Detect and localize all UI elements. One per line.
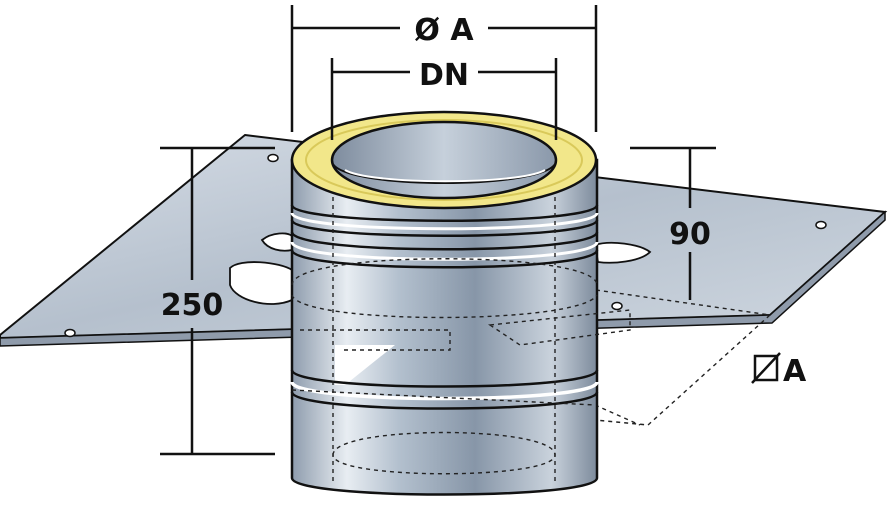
bolt-hole: [815, 220, 827, 230]
dimension-outer-diameter: Ø A: [290, 5, 598, 132]
bolt-hole: [267, 153, 279, 163]
dimension-collar-height: 90: [630, 146, 716, 300]
dimension-plate-size: A: [751, 352, 807, 389]
chimney-pipe: [290, 158, 631, 496]
collar-height-label: 90: [669, 217, 711, 252]
plate-cutout: [593, 241, 652, 264]
reflection: [335, 345, 395, 385]
plate-size-label: A: [783, 354, 807, 389]
hidden-plate-outline: [594, 404, 641, 426]
inner-diameter-label: DN: [419, 58, 469, 93]
total-height-label: 250: [161, 288, 224, 323]
dimension-total-height: 250: [160, 146, 275, 456]
dimension-inner-diameter: DN: [330, 58, 558, 140]
outer-diameter-label: Ø A: [414, 13, 474, 48]
hidden-plate-outline: [594, 289, 772, 426]
pipe-top-rim: [290, 110, 598, 210]
bolt-hole: [64, 328, 76, 338]
bolt-hole: [611, 301, 623, 311]
square-symbol-icon: [753, 354, 779, 382]
inner-flue: [330, 120, 558, 200]
